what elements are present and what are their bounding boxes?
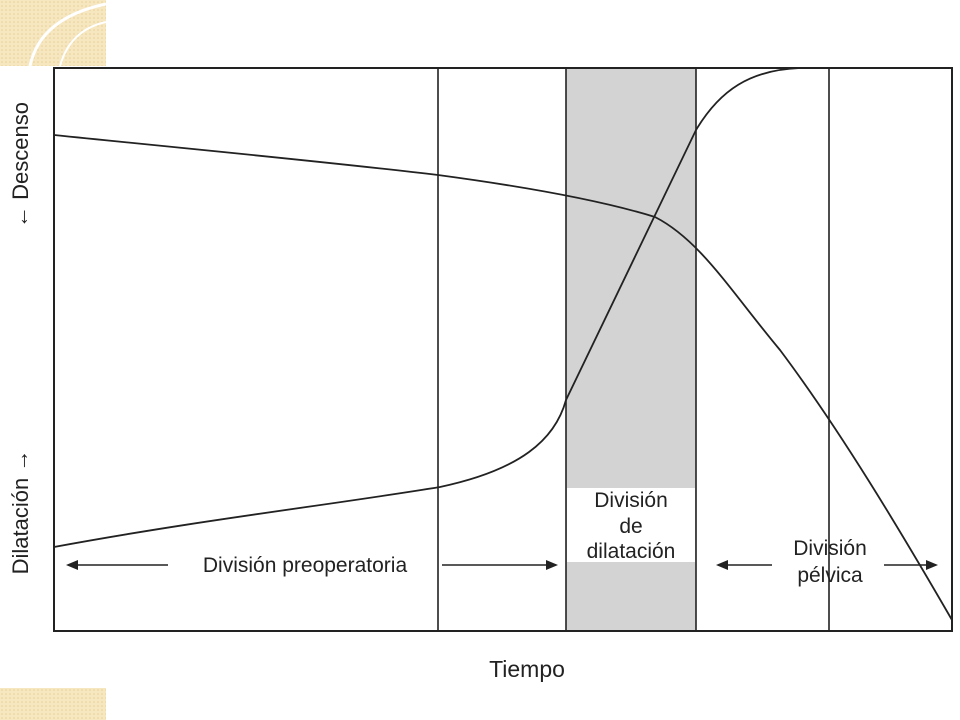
preparatory-arrowhead-right	[546, 560, 558, 570]
corner-decoration-bottom-left	[0, 688, 106, 720]
dilatation-label-background	[567, 488, 695, 562]
dilatation-label-line3: dilatación	[587, 540, 676, 563]
preparatory-arrowhead-left	[66, 560, 78, 570]
dilatation-curve	[53, 67, 829, 548]
corner-decoration-top-left	[0, 0, 106, 66]
plot-frame	[53, 67, 953, 632]
pelvic-arrowhead-left	[716, 560, 728, 570]
descent-curve	[53, 134, 953, 621]
y-axis-dilatation-label: Dilatación →	[8, 450, 33, 575]
dilatation-label-line2: de	[619, 515, 642, 538]
preparatory-division-label: División preoperatoria	[203, 554, 408, 577]
pelvic-label-line1: División	[793, 537, 867, 560]
pelvic-label-line2: pélvica	[797, 564, 863, 587]
x-axis-label: Tiempo	[489, 656, 565, 682]
pelvic-arrowhead-right	[926, 560, 938, 570]
dilatation-label-line1: División	[594, 489, 668, 512]
y-axis-descent-label: ← Descenso	[8, 102, 33, 228]
